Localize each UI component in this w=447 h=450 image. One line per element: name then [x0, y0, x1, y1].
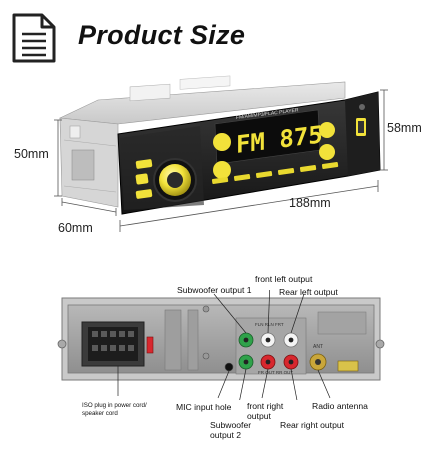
label-front-right-output: front right output: [247, 401, 284, 421]
label-subwoofer-output-1: Subwoofer output 1: [177, 285, 252, 295]
ant-mark: ANT: [313, 344, 323, 350]
label-iso-plug: ISO plug in power cord/ speaker cord: [82, 402, 147, 417]
rca-jack-subwoofer-2: [238, 354, 254, 370]
label-rear-left-output: Rear left output: [279, 287, 338, 297]
rca-jack-rear-left: [283, 332, 299, 348]
label-rear-right-output: Rear right output: [280, 420, 345, 430]
page-title: Product Size: [78, 20, 246, 50]
label-radio-antenna: Radio antenna: [312, 401, 368, 411]
rear-panel-view: FLN RLN FRT FR OUT RR OUT ANT: [57, 290, 385, 400]
dimension-height: 50mm: [14, 147, 49, 161]
document-icon: [12, 13, 56, 63]
rca-silkscreen-top: FLN RLN FRT: [255, 322, 284, 327]
dimension-face-height: 58mm: [387, 121, 422, 135]
rca-jack-front-right: [260, 354, 276, 370]
front-product-view: FM 875 FM/AM/MP3/FLAC PLAYER: [54, 75, 388, 232]
dimension-depth: 60mm: [58, 221, 93, 235]
label-front-left-output: front left output: [255, 274, 313, 284]
label-subwoofer-output-2: Subwoofer output 2: [210, 420, 252, 440]
dimension-width: 188mm: [289, 196, 331, 210]
rca-jack-rear-right: [283, 354, 299, 370]
rca-jack-front-left: [260, 332, 276, 348]
rca-jack-subwoofer-1: [238, 332, 254, 348]
label-mic-input: MIC input hole: [176, 402, 232, 412]
rca-silkscreen-bottom: FR OUT RR OUT: [258, 370, 293, 375]
